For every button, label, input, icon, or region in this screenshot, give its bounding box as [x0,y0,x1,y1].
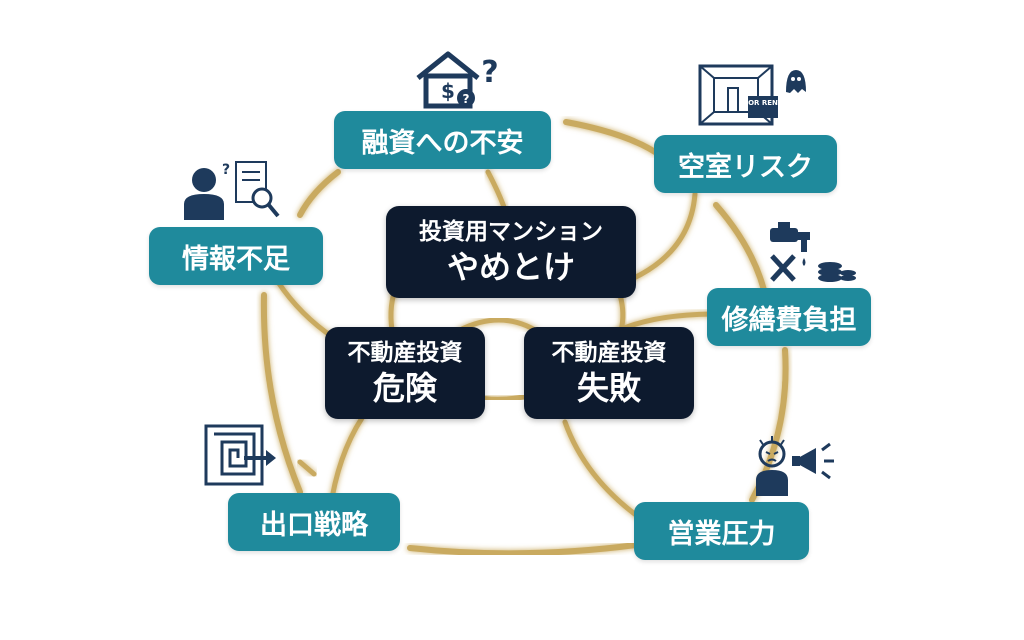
ring-segment [275,279,337,341]
vacant-room-ghost-icon: FOR RENT [698,62,808,128]
risk-label-sales-pressure: 営業圧力 [634,502,809,560]
ring-segment [297,459,317,477]
risk-label-vacancy: 空室リスク [654,135,837,193]
ring-segment [562,419,643,521]
center-box-line2: やめとけ [446,248,575,286]
megaphone-person-icon [752,432,840,496]
center-box-line2: 失敗 [576,369,641,407]
risk-label-repair-cost: 修繕費負担 [707,288,871,346]
house-money-question-icon: $ ? ? [410,48,506,110]
ring-segment [563,119,658,155]
confused-person-document-icon: ? [174,158,282,222]
svg-text:?: ? [222,162,230,178]
center-box-line1: 不動産投資 [347,340,463,366]
ring-segment [622,191,698,285]
ring-segment [457,317,538,333]
ring-segment [713,202,767,293]
risk-label-financing: 融資への不安 [334,111,551,169]
ring-segment [407,542,639,557]
center-box-line1: 不動産投資 [551,340,667,366]
svg-text:?: ? [463,92,470,106]
ring-segment [260,292,303,495]
risk-label-lack-of-info: 情報不足 [149,227,323,285]
center-box-failure: 不動産投資 失敗 [524,327,694,419]
maze-exit-icon [204,424,280,488]
center-box-line2: 危険 [372,369,437,407]
center-box-line1: 投資用マンション [419,219,603,245]
faucet-tools-coins-icon [764,222,856,288]
center-box-danger: 不動産投資 危険 [325,327,485,419]
risk-label-exit-strategy: 出口戦略 [228,493,400,551]
svg-text:?: ? [481,55,498,90]
center-box-investment-condo: 投資用マンション やめとけ [386,206,636,298]
for-rent-sign-text: FOR RENT [743,99,783,107]
ring-segment [485,169,508,213]
ring-segment [297,169,341,218]
svg-text:$: $ [441,79,455,103]
